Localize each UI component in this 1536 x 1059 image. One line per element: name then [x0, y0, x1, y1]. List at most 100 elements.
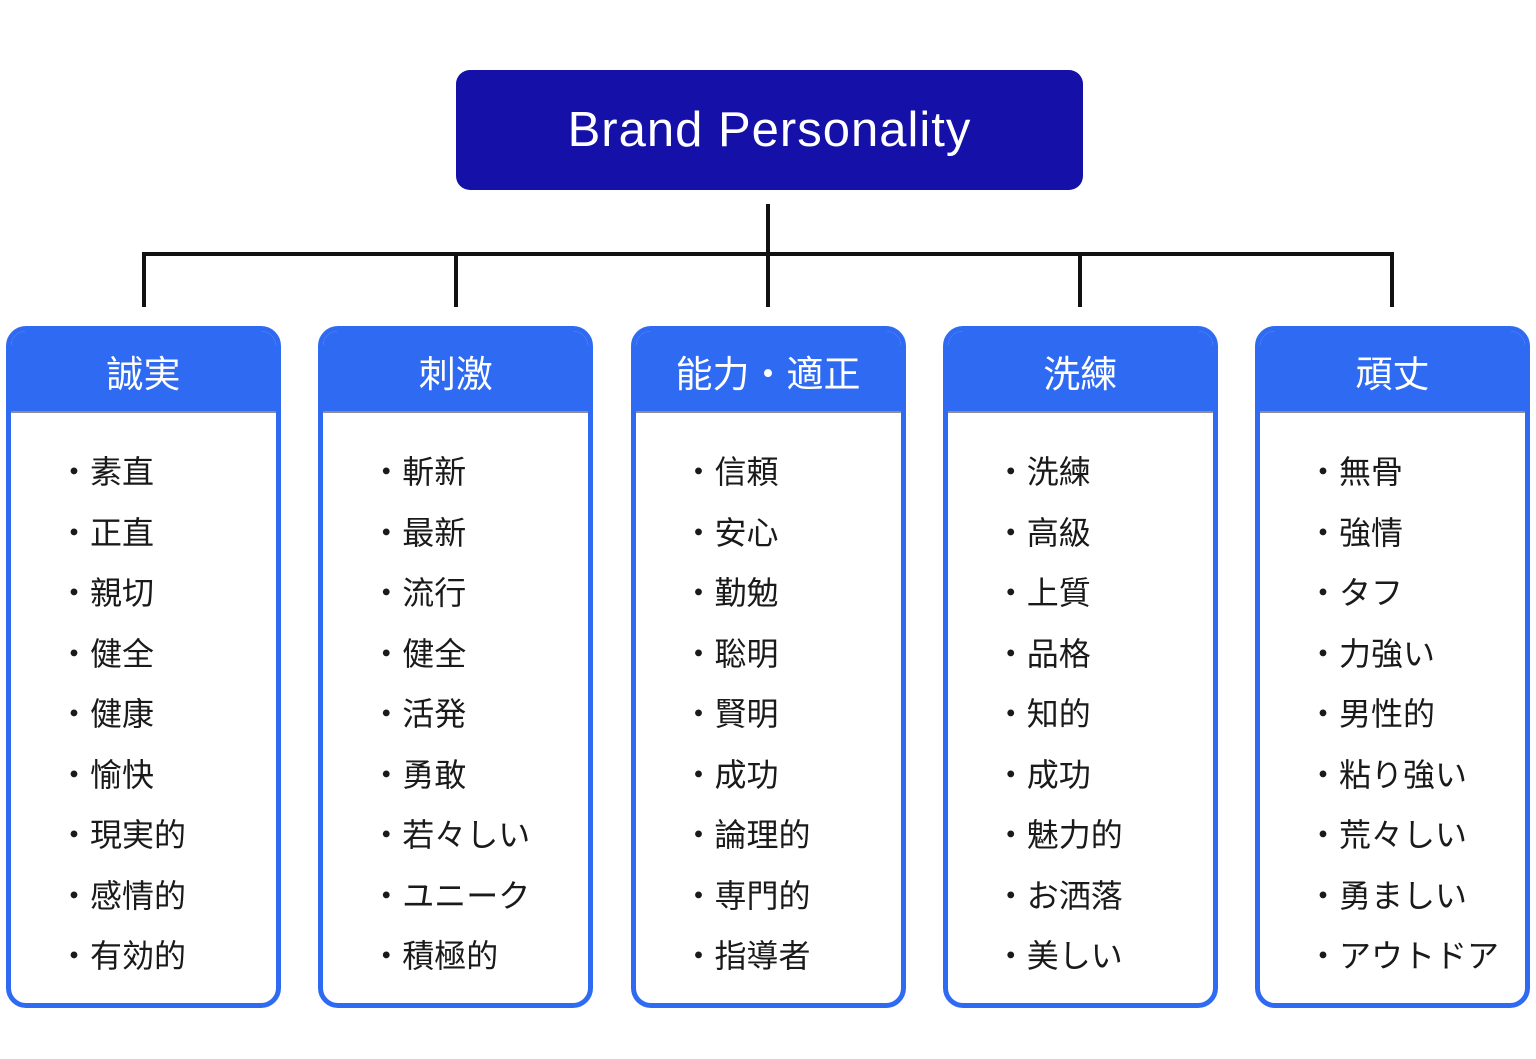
trait-item: ・洗練: [995, 440, 1213, 501]
trait-label: 勤勉: [714, 575, 779, 612]
trait-item: ・タフ: [1307, 561, 1525, 622]
trait-item: ・お洒落: [995, 864, 1213, 925]
trait-label: 専門的: [714, 877, 811, 914]
trait-label: 健康: [90, 696, 155, 733]
bullet-glyph: ・: [1307, 514, 1340, 551]
bullet-glyph: ・: [682, 756, 715, 793]
trait-item: ・ユニーク: [370, 864, 588, 925]
trait-list: ・信頼 ・安心 ・勤勉 ・聡明 ・賢明 ・成功 ・論理的 ・専門的 ・指導者: [683, 440, 901, 985]
trait-item: ・感情的: [58, 864, 276, 925]
trait-item: ・論理的: [683, 803, 901, 864]
trait-item: ・力強い: [1307, 622, 1525, 683]
bullet-glyph: ・: [994, 575, 1027, 612]
bullet-glyph: ・: [682, 454, 715, 491]
trait-label: 指導者: [714, 938, 811, 975]
category-card: 誠実 ・素直 ・正直 ・親切 ・健全 ・健康 ・愉快 ・現実的 ・感情的 ・有効…: [6, 326, 281, 1008]
bullet-glyph: ・: [58, 756, 91, 793]
trait-label: 品格: [1026, 635, 1091, 672]
category-card: 洗練 ・洗練 ・高級 ・上質 ・品格 ・知的 ・成功 ・魅力的 ・お洒落 ・美し…: [942, 326, 1218, 1008]
bullet-glyph: ・: [994, 635, 1027, 672]
trait-item: ・健全: [370, 622, 588, 683]
trait-label: 洗練: [1026, 454, 1091, 491]
bullet-glyph: ・: [682, 817, 715, 854]
trait-label: 粘り強い: [1339, 756, 1468, 793]
trait-item: ・知的: [995, 682, 1213, 743]
trait-item: ・品格: [995, 622, 1213, 683]
trait-item: ・有効的: [58, 924, 276, 985]
trait-label: 最新: [402, 514, 467, 551]
category-header: 頑丈: [1260, 331, 1525, 413]
trait-label: 成功: [1026, 756, 1091, 793]
bullet-glyph: ・: [58, 938, 91, 975]
trait-label: 荒々しい: [1339, 817, 1468, 854]
bullet-glyph: ・: [1307, 877, 1340, 914]
connector-trunk: [766, 204, 770, 254]
trait-item: ・正直: [58, 501, 276, 562]
connector-stub-5: [1390, 252, 1394, 307]
bullet-glyph: ・: [682, 635, 715, 672]
trait-item: ・愉快: [58, 743, 276, 804]
trait-label: 愉快: [90, 756, 155, 793]
category-body: ・素直 ・正直 ・親切 ・健全 ・健康 ・愉快 ・現実的 ・感情的 ・有効的: [11, 413, 276, 1003]
bullet-glyph: ・: [58, 635, 91, 672]
connector-stub-1: [142, 252, 146, 307]
trait-label: 勇ましい: [1339, 877, 1468, 914]
trait-label: 聡明: [714, 635, 779, 672]
trait-label: お洒落: [1026, 877, 1123, 914]
category-card: 頑丈 ・無骨 ・強情 ・タフ ・力強い ・男性的 ・粘り強い ・荒々しい ・勇ま…: [1255, 326, 1530, 1008]
trait-label: 現実的: [90, 817, 187, 854]
bullet-glyph: ・: [682, 575, 715, 612]
bullet-glyph: ・: [1307, 575, 1340, 612]
category-body: ・信頼 ・安心 ・勤勉 ・聡明 ・賢明 ・成功 ・論理的 ・専門的 ・指導者: [636, 413, 901, 1003]
trait-item: ・聡明: [683, 622, 901, 683]
trait-item: ・安心: [683, 501, 901, 562]
bullet-glyph: ・: [994, 514, 1027, 551]
trait-label: 勇敢: [402, 756, 467, 793]
trait-label: 賢明: [714, 696, 779, 733]
bullet-glyph: ・: [370, 454, 403, 491]
category-title: 誠実: [106, 354, 181, 395]
trait-label: 美しい: [1026, 938, 1123, 975]
trait-label: 積極的: [402, 938, 499, 975]
trait-label: 知的: [1026, 696, 1091, 733]
bullet-glyph: ・: [370, 696, 403, 733]
trait-item: ・勇ましい: [1307, 864, 1525, 925]
trait-label: タフ: [1339, 575, 1404, 612]
trait-label: 論理的: [714, 817, 811, 854]
category-body: ・洗練 ・高級 ・上質 ・品格 ・知的 ・成功 ・魅力的 ・お洒落 ・美しい: [948, 413, 1213, 1003]
trait-label: 上質: [1026, 575, 1091, 612]
trait-item: ・魅力的: [995, 803, 1213, 864]
trait-label: 信頼: [714, 454, 779, 491]
trait-label: 強情: [1339, 514, 1404, 551]
trait-item: ・親切: [58, 561, 276, 622]
bullet-glyph: ・: [682, 938, 715, 975]
trait-item: ・成功: [995, 743, 1213, 804]
category-title: 洗練: [1043, 354, 1118, 395]
bullet-glyph: ・: [994, 756, 1027, 793]
bullet-glyph: ・: [1307, 635, 1340, 672]
trait-label: ユニーク: [402, 877, 531, 914]
trait-label: 親切: [90, 575, 155, 612]
trait-label: 流行: [402, 575, 467, 612]
trait-label: 活発: [402, 696, 467, 733]
trait-item: ・賢明: [683, 682, 901, 743]
trait-label: 安心: [714, 514, 779, 551]
bullet-glyph: ・: [58, 696, 91, 733]
bullet-glyph: ・: [370, 756, 403, 793]
trait-item: ・若々しい: [370, 803, 588, 864]
trait-item: ・男性的: [1307, 682, 1525, 743]
trait-label: 健全: [402, 635, 467, 672]
category-cards: 誠実 ・素直 ・正直 ・親切 ・健全 ・健康 ・愉快 ・現実的 ・感情的 ・有効…: [6, 326, 1530, 1008]
diagram-title: Brand Personality: [567, 103, 972, 157]
trait-label: 無骨: [1339, 454, 1404, 491]
bullet-glyph: ・: [1307, 696, 1340, 733]
category-card: 刺激 ・斬新 ・最新 ・流行 ・健全 ・活発 ・勇敢 ・若々しい ・ユニーク ・…: [318, 326, 594, 1008]
category-title: 能力・適正: [675, 354, 861, 395]
trait-item: ・現実的: [58, 803, 276, 864]
trait-item: ・指導者: [683, 924, 901, 985]
bullet-glyph: ・: [994, 696, 1027, 733]
trait-item: ・素直: [58, 440, 276, 501]
category-header: 能力・適正: [635, 331, 901, 413]
bullet-glyph: ・: [682, 696, 715, 733]
trait-item: ・荒々しい: [1307, 803, 1525, 864]
